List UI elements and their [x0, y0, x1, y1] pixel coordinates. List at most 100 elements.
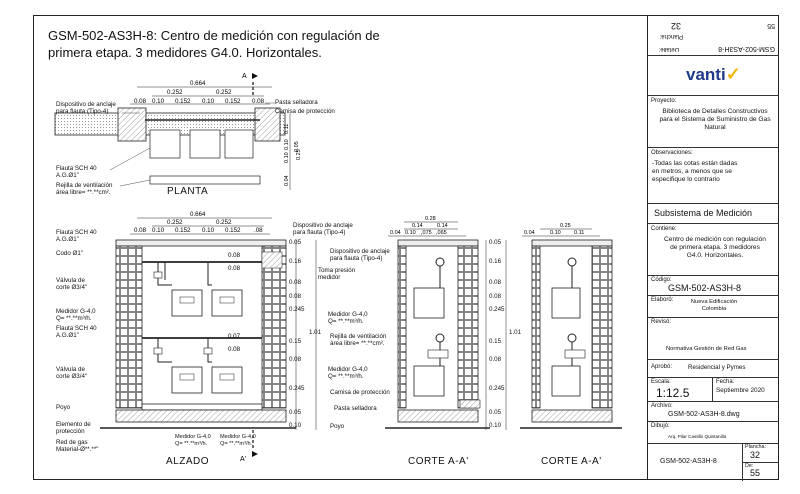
tb-contiene-value: Centro de medición con regulación de pri…: [664, 236, 766, 259]
alzado-view: 0.664 0.252 0.252 0.08 0.10 0.152 0.10 0…: [100, 211, 296, 463]
tb-de-value: 55: [750, 468, 761, 478]
alzado-dim-part-3: 0.152: [175, 227, 191, 234]
corte1-dim-mid-2: 0.14: [437, 223, 448, 229]
corte1-view-label: CORTE A-A': [408, 456, 469, 467]
planta-dim-half-2: 0.252: [216, 89, 232, 96]
corte1-rdim-2: 0.16: [489, 258, 502, 265]
tb-bottom-row: GSM-502-AS3H-8 Plancha: 32 De: 55: [648, 443, 779, 481]
alzado-poyo-label: Poyo: [56, 404, 71, 411]
tb-codigo-label: Código:: [651, 277, 672, 283]
planta-dim-total: 0.664: [190, 80, 206, 87]
corte1-dim-part-1: 0.04: [390, 230, 401, 236]
corte-1-view: 0.28 0.14 0.14 0.04 0.10 ,075 ,065: [385, 216, 507, 430]
tb-rot-de: 55: [767, 22, 775, 29]
planta-vdim-6: 0.04: [284, 175, 290, 186]
tb-logo-row: vanti✓: [648, 55, 779, 95]
planta-dim-part-5: 0.152: [225, 98, 241, 105]
planta-dim-half-1: 0.252: [167, 89, 183, 96]
planta-dim-part-2: 0.10: [152, 98, 165, 105]
tb-observaciones-row: Observaciones: -Todas las cotas están da…: [648, 147, 779, 203]
middle-pasta-label: Pasta selladora: [334, 405, 377, 412]
planta-dim-part-4: 0.10: [202, 98, 215, 105]
alzado-dim-half-2: 0.252: [216, 219, 232, 226]
drawing-title: GSM-502-AS3H-8: Centro de medición con r…: [48, 27, 428, 61]
corte1-rdim-3: 0.08: [489, 279, 502, 286]
tb-aprobo-row: Aprobó: Residencial y Pymes: [648, 359, 779, 377]
drawing-title-line-2: primera etapa. 3 medidores G4.0. Horizon…: [48, 45, 322, 60]
tb-observaciones-label: Observaciones:: [651, 150, 693, 156]
planta-view: A 0.664 0.252 0.252 0.08 0.10 0.152 0.10…: [54, 73, 302, 190]
vanti-check-icon: ✓: [725, 64, 741, 84]
alzado-right-dims: [295, 240, 317, 430]
technical-drawing: A 0.664 0.252 0.252 0.08 0.10 0.152 0.10…: [54, 73, 622, 463]
tb-rot-plancha-label: Plancha:: [659, 33, 683, 39]
alzado-rdim-1: 0.05: [289, 239, 302, 246]
planta-pasta-label: Pasta selladora: [275, 99, 318, 106]
tb-archivo-label: Archivo:: [651, 403, 673, 409]
tb-codigo-row: Código: GSM-502-AS3H-8: [648, 275, 779, 295]
corte1-rdim-7: 0.08: [489, 356, 502, 363]
corte1-rdim-4: 0.08: [489, 293, 502, 300]
planta-vdim-3: 0.05: [294, 141, 300, 152]
alzado-dim-part-2: 0.10: [152, 227, 165, 234]
tb-codigo-value: GSM-502-AS3H-8: [668, 283, 742, 293]
corte2-dim-part-2: 0.10: [550, 230, 561, 236]
corte2-dim-total: 0.25: [560, 223, 571, 229]
middle-camisa-label: Camisa de protección: [330, 389, 390, 396]
corte-2-view: 0.25 0.04 0.10 0.11: [520, 223, 622, 429]
alzado-rdim-10: 0.10: [289, 422, 302, 429]
alzado-codo-label: Codo Ø1": [56, 250, 83, 257]
planta-view-label: PLANTA: [167, 186, 209, 197]
corte1-rdim-9: 0.05: [489, 409, 502, 416]
planta-camisa-label: Camisa de protección: [275, 108, 335, 115]
tb-plancha-value: 32: [750, 450, 761, 460]
corte1-rdim-8: 0.245: [489, 385, 505, 392]
tb-rot-detalle: Detalle:: [658, 46, 679, 52]
tb-subsistema: Subsistema de Medición: [654, 208, 753, 218]
tb-dibujo-row: Dibujó: Arq. Pilar Castillo Quintanilla: [648, 421, 779, 443]
tb-contiene-label: Contiene:: [651, 226, 677, 232]
tb-fecha-value: Septiembre 2020: [716, 387, 765, 394]
alzado-dim-part-4: 0.10: [202, 227, 215, 234]
tb-dibujo-label: Dibujó:: [651, 423, 670, 429]
tb-contiene-row: Contiene: Centro de medición con regulac…: [648, 223, 779, 275]
drawing-sheet-border: [33, 15, 779, 480]
corte1-rdim-1: 0.05: [489, 239, 502, 246]
planta-vdim-5: 0.25: [296, 149, 302, 160]
tb-de-label: De:: [745, 463, 754, 469]
alzado-inner-dim-4: 0.08: [228, 346, 241, 353]
alzado-dim-part-6: .08: [254, 227, 263, 234]
alzado-rdim-total: 1.01: [309, 329, 322, 336]
tb-reviso-label: Revisó:: [651, 319, 672, 325]
alzado-dim-half-1: 0.252: [167, 219, 183, 226]
alzado-rdim-2: 0.16: [289, 258, 302, 265]
tb-code-bottom: GSM-502-AS3H-8: [660, 458, 717, 465]
alzado-dim-part-1: 0.08: [134, 227, 147, 234]
tb-aprobo-value: Residencial y Pymes: [688, 364, 746, 371]
tb-escala-label: Escala:: [651, 379, 671, 385]
corte1-rdim-10: 0.10: [489, 422, 502, 429]
tb-fecha-label: Fecha:: [716, 379, 735, 385]
tb-proyecto-row: Proyecto: Biblioteca de Detalles Constru…: [648, 95, 779, 147]
tb-rot-plancha: 32: [670, 21, 681, 31]
alzado-dim-total: 0.664: [190, 211, 206, 218]
alzado-rdim-8: 0.245: [289, 385, 305, 392]
planta-vdim-4: 0.10: [284, 152, 290, 163]
alzado-rdim-3: 0.08: [289, 279, 302, 286]
tb-escala-value: 1:12.5: [656, 386, 690, 400]
alzado-inner-dim-1: 0.08: [228, 252, 241, 259]
tb-elaboro-row: Elaboró: Nueva Edificación Colombia: [648, 295, 779, 317]
alzado-rdim-4: 0.08: [289, 293, 302, 300]
